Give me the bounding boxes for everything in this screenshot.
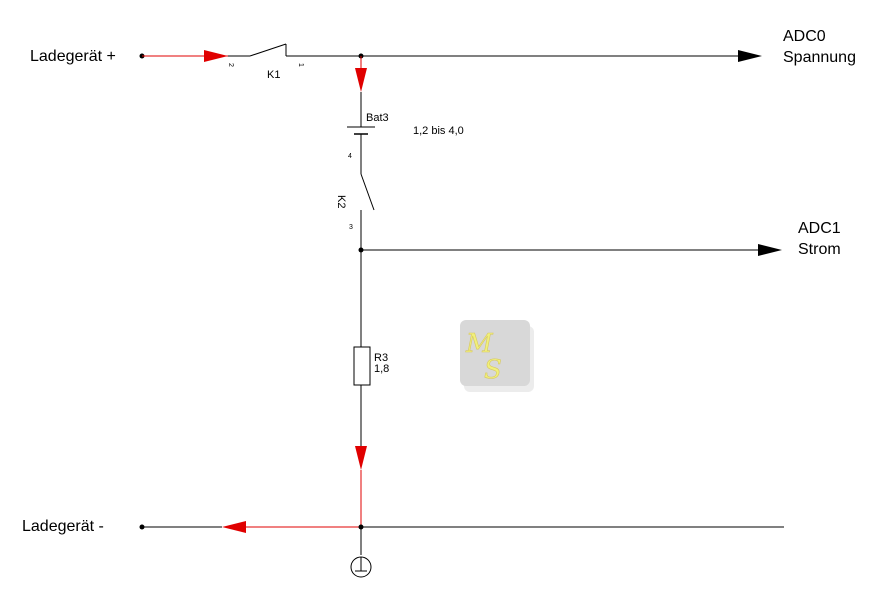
k1-blade (249, 43, 287, 57)
branch-current-arrow-bottom (355, 446, 367, 470)
logo-background (460, 320, 530, 386)
charger-minus-current-arrow (222, 521, 246, 533)
top-rail (139, 43, 762, 62)
charger-plus-label: Ladegerät + (30, 48, 116, 65)
r3-value-label: 1,8 (374, 363, 389, 375)
adc0-desc-label: Spannung (783, 49, 856, 66)
k2-name-label: K2 (335, 195, 347, 208)
k1-pin-left-label: 2 (227, 63, 234, 67)
adc0-name-label: ADC0 (783, 28, 826, 45)
k1-pin-right-label: 1 (297, 63, 304, 67)
branch-current-arrow-top (355, 68, 367, 92)
r3-resistor (353, 346, 371, 386)
adc1-name-label: ADC1 (798, 220, 841, 237)
ms-watermark-logo: M S (460, 320, 534, 392)
logo-letter-s: S (484, 355, 502, 385)
adc1-desc-label: Strom (798, 241, 841, 258)
k1-name-label: K1 (267, 69, 280, 81)
k2-pin-bottom-label: 3 (349, 224, 353, 231)
bat3-value-label: 1,2 bis 4,0 (413, 125, 464, 137)
adc1-arrow (758, 244, 782, 256)
bat3-pin-bottom-label: 4 (348, 153, 352, 160)
bat3-name-label: Bat3 (366, 112, 389, 124)
bottom-rail (139, 521, 784, 578)
vertical-branch (347, 56, 782, 525)
charger-minus-label: Ladegerät - (22, 518, 104, 535)
k2-blade (360, 173, 375, 211)
adc0-arrow (738, 50, 762, 62)
r3-name-label: R3 (374, 352, 388, 364)
logo-letter-m: M (465, 329, 494, 359)
charger-plus-current-arrow (204, 50, 228, 62)
